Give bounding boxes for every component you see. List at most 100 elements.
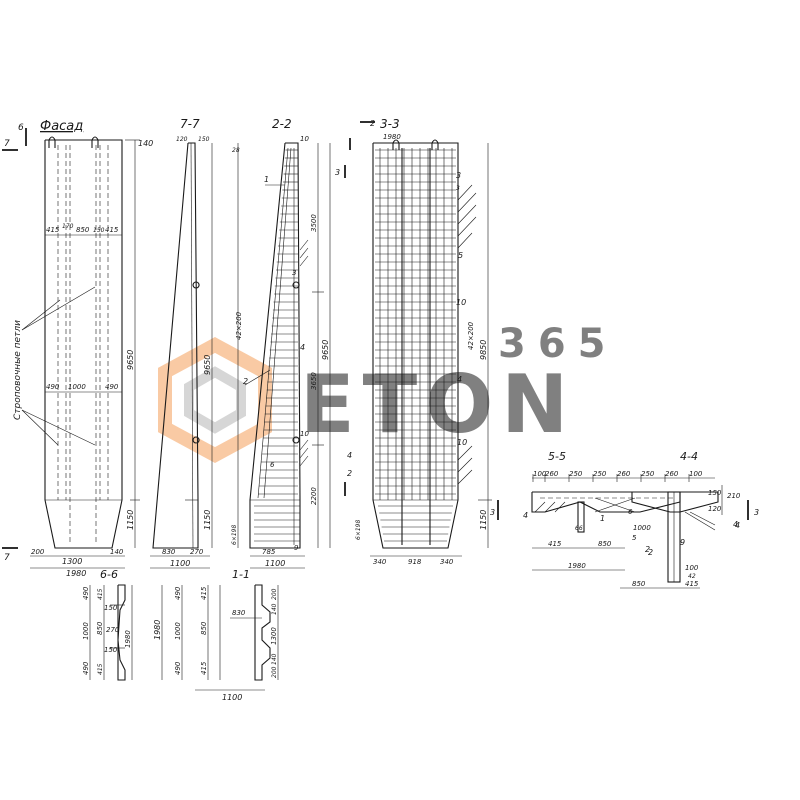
- s33-bottom-918: 918: [408, 558, 422, 566]
- s11-left-1000: 1000: [174, 622, 182, 640]
- s66-left-490a: 490: [82, 586, 90, 600]
- s22-mark-2: 2: [347, 469, 352, 478]
- facade-width-490a: 490: [46, 383, 60, 391]
- s22-base-steps: 6×198: [231, 525, 238, 545]
- s55-top-dim: 260: [665, 470, 679, 478]
- facade-loops-label: Строповочные петли: [13, 320, 23, 420]
- s22-callout-3: 3: [292, 269, 296, 277]
- s11-left-490a: 490: [174, 586, 182, 600]
- s55-top-dim: 100: [533, 470, 547, 478]
- watermark-digits: 365: [498, 321, 618, 367]
- facade-width-150: 150: [93, 227, 105, 234]
- s55-top-dim: 260: [545, 470, 559, 478]
- s66-mid-415a: 415: [97, 588, 104, 600]
- s22-callout-10: 10: [300, 430, 309, 438]
- facade-base-200: 200: [31, 548, 45, 556]
- s22-title: 2-2: [272, 117, 292, 131]
- s11-right-140a: 140: [271, 603, 278, 615]
- s33-callout-3a: 3: [456, 171, 461, 180]
- s22-top-mark-28: 28: [232, 147, 240, 154]
- s44-callout-2: 2: [648, 548, 653, 557]
- s33-callout-5: 5: [458, 251, 463, 260]
- s33-callout-10a: 10: [456, 298, 466, 307]
- s44-dim-210: 210: [727, 492, 741, 500]
- s44-callout-4: 4: [735, 521, 740, 530]
- s66-mid-850: 850: [96, 621, 104, 635]
- s77-height-9650: 9650: [203, 355, 212, 375]
- facade-base-140: 140: [110, 548, 124, 556]
- section-7-7: 7-7 120 150 9650 1150 830 270 1100: [150, 117, 213, 569]
- s44-title: 4-4: [680, 450, 698, 463]
- s11-right-200b: 200: [271, 666, 278, 678]
- facade-width-850: 850: [76, 226, 90, 234]
- s66-mid-415b: 415: [97, 663, 104, 675]
- s44-callout-9: 9: [680, 538, 685, 547]
- s11-right-1300: 1300: [270, 627, 278, 645]
- s33-dim-9850: 9850: [479, 340, 488, 360]
- facade-title: Фасад: [40, 119, 83, 134]
- s77-base-270: 270: [190, 548, 204, 556]
- s55-top-dim: 100: [689, 470, 703, 478]
- facade-width-415b: 415: [105, 226, 119, 234]
- s55-dim-850: 850: [598, 540, 612, 548]
- facade-width-1980: 1980: [66, 569, 86, 578]
- s77-dim-120: 120: [176, 136, 188, 143]
- s77-height-1150: 1150: [203, 510, 212, 530]
- s22-stirrups: [254, 149, 300, 542]
- s44-dim-42: 42: [688, 573, 696, 580]
- s55-top-dim: 260: [617, 470, 631, 478]
- s11-total-1980: 1980: [153, 620, 162, 640]
- s11-right-140b: 140: [271, 653, 278, 665]
- section-3-3: 3-3 2 1980 3 5 10 4 10 3 3 42×200 98: [335, 117, 492, 566]
- s22-callout-6: 6: [270, 461, 275, 469]
- s55-top-dim: 250: [569, 470, 583, 478]
- s33-rebar-cage: [375, 148, 456, 545]
- s22-dim-3650: 3650: [310, 372, 318, 390]
- s33-callout-10b: 10: [457, 438, 467, 447]
- watermark-word: ETON: [300, 358, 576, 451]
- s22-callout-9: 9: [294, 544, 299, 552]
- s77-base-830: 830: [162, 548, 176, 556]
- s55-title: 5-5: [548, 450, 566, 463]
- section-2-2: 2-2 10 28 1 2 4 6 10 3 9: [231, 117, 352, 569]
- s55-callout-4b: 4: [733, 520, 738, 529]
- s55-side-mark-3: 3: [490, 508, 495, 517]
- s44-dim-150: 150: [708, 489, 722, 497]
- s44-dim-120: 120: [708, 505, 722, 513]
- s66-right-150b: 150: [104, 646, 118, 654]
- facade-width-170: 170: [62, 223, 74, 230]
- section-6-6: 6-6 490 1000 490 415 850 415 150 270 150…: [82, 568, 133, 681]
- s55-dim-1000: 1000: [633, 524, 651, 532]
- s33-top-width: 1980: [383, 133, 401, 141]
- s44-dim-100: 100: [685, 564, 699, 572]
- s11-mid-415b: 415: [200, 661, 208, 675]
- s33-bottom-340a: 340: [373, 558, 387, 566]
- facade-base-1300: 1300: [62, 557, 82, 566]
- s77-dim-150: 150: [198, 136, 210, 143]
- facade-dim-140: 140: [138, 139, 153, 148]
- s33-callout-4: 4: [457, 375, 462, 384]
- facade-section-mark-7: 7: [4, 139, 10, 149]
- s55-top-dim: 250: [641, 470, 655, 478]
- s33-callout-3b: 3: [456, 185, 460, 192]
- s22-callout-4: 4: [300, 343, 305, 352]
- s66-title: 6-6: [100, 568, 118, 581]
- s11-mid-850: 850: [200, 621, 208, 635]
- s33-bottom-340b: 340: [440, 558, 454, 566]
- facade-width-1000: 1000: [68, 383, 86, 391]
- s44-dim-415: 415: [685, 580, 699, 588]
- s55-callout-6: 6: [628, 508, 633, 516]
- s11-left-490b: 490: [174, 661, 182, 675]
- s33-base-steps: 6×198: [355, 520, 362, 540]
- s66-left-490b: 490: [82, 661, 90, 675]
- s33-dim-1150: 1150: [479, 510, 488, 530]
- s11-title: 1-1: [232, 568, 250, 581]
- s55-callout-5: 5: [632, 534, 637, 542]
- facade-section-mark-6: 6: [18, 123, 24, 133]
- s55-dim-66: 66: [575, 525, 583, 532]
- s44-dim-850: 850: [632, 580, 646, 588]
- watermark: 365 ETON: [158, 321, 618, 463]
- s66-left-1000: 1000: [82, 622, 90, 640]
